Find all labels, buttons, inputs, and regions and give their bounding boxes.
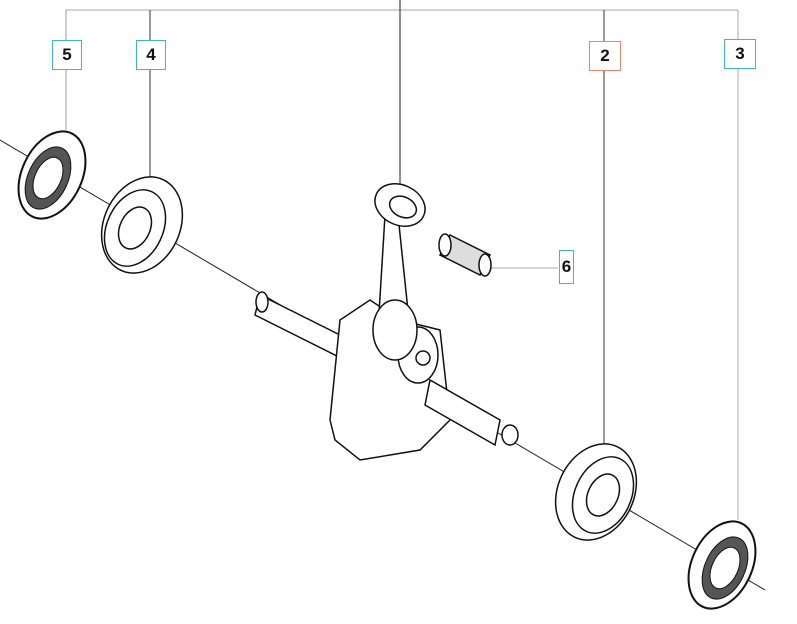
callout-2[interactable]: 2 (589, 41, 621, 71)
callout-6[interactable]: 6 (559, 250, 574, 284)
callout-3[interactable]: 3 (724, 39, 756, 69)
crankshaft-part[interactable] (254, 176, 519, 461)
leader-lines (65, 0, 739, 520)
bearing-right-part[interactable] (540, 431, 651, 554)
callout-5[interactable]: 5 (52, 40, 82, 70)
seal-left-part[interactable] (5, 121, 98, 230)
bearing-left-part[interactable] (86, 164, 197, 287)
seal-right-part[interactable] (675, 511, 768, 620)
needle-bearing-part[interactable] (438, 233, 492, 277)
callout-4[interactable]: 4 (136, 40, 166, 70)
